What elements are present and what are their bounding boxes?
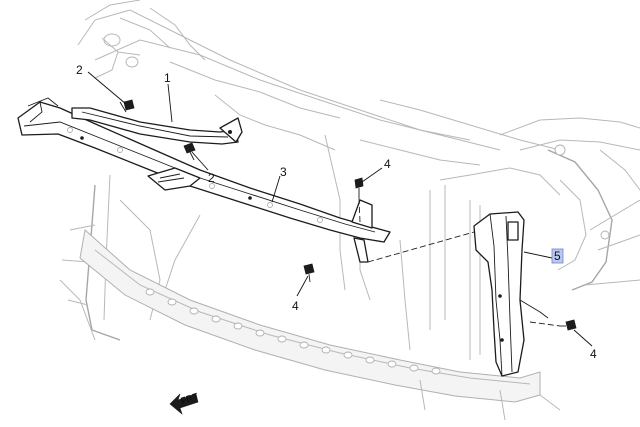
callout-2-upper: 2 (76, 63, 83, 77)
part-3-upper-tie-bar (17, 97, 391, 263)
callout-5-highlight (551, 248, 564, 264)
front-direction-indicator: FRT (169, 391, 200, 415)
callout-5: 5 (554, 249, 561, 263)
front-arrow-icon (169, 393, 199, 415)
part-1-brace (71, 107, 243, 145)
leader-lines (87, 71, 593, 347)
bolts (119, 99, 577, 331)
callout-3: 3 (280, 165, 287, 179)
callout-1: 1 (164, 71, 171, 85)
vehicle-front-structure (59, 0, 640, 421)
callout-4-lower-left: 4 (292, 299, 299, 313)
bolt-4-lower-left (303, 263, 315, 283)
callout-4-top: 4 (384, 157, 391, 171)
callout-2-lower: 2 (208, 171, 215, 185)
bolt-4-right (560, 319, 577, 331)
alignment-lines (358, 197, 561, 327)
bolt-2-lower (183, 142, 196, 161)
bolt-2-upper (119, 99, 135, 113)
lower-tie-bar-holes (145, 288, 441, 375)
callout-4-right: 4 (590, 347, 597, 361)
part-5-side-bracket (473, 211, 549, 377)
bolt-4-top (354, 177, 364, 198)
callouts: 1 2 2 3 4 4 4 5 (76, 63, 597, 361)
